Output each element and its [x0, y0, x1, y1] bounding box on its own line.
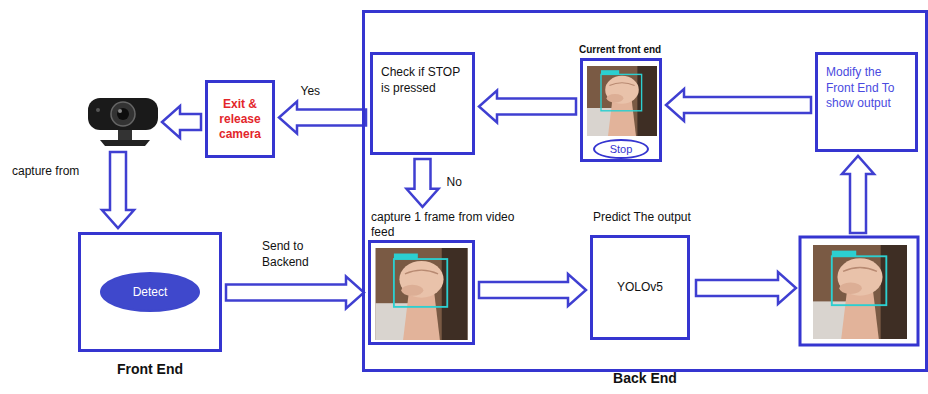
block-arrow: [696, 272, 796, 304]
node-text: capture 1 frame from video feed: [371, 210, 521, 241]
node-text: Predict The output: [593, 210, 691, 226]
edge-label: No: [447, 175, 517, 191]
block-arrow: [407, 159, 439, 207]
node-text: Exit & release camera: [212, 97, 268, 142]
frame-box: capture 1 frame from video feed: [368, 240, 475, 345]
block-arrow: [666, 89, 811, 121]
node-text: Current front end: [579, 44, 661, 55]
node-text: YOLOv5: [617, 280, 663, 296]
frame-photo: [813, 245, 907, 339]
node-text: Detect: [133, 285, 168, 299]
node-text: Modify the Front End To show output: [826, 65, 907, 112]
block-arrow: [279, 102, 366, 134]
button-ellipse: Detect: [100, 272, 200, 312]
block-arrow: [102, 152, 134, 228]
block-arrow: [162, 106, 201, 138]
node-text: Back End: [365, 370, 925, 386]
block-arrow: [842, 156, 874, 233]
note-label: capture from: [12, 164, 79, 180]
node-text: Check if STOP is pressed: [381, 65, 464, 96]
webcam-icon: [88, 98, 158, 146]
block-arrow: [226, 277, 364, 309]
edge-label: Send to Backend: [262, 239, 332, 270]
edge-label: Yes: [301, 84, 371, 100]
process-box: Modify the Front End To show output: [815, 52, 918, 152]
block-arrow: [479, 91, 576, 123]
process-box: Exit & release camera: [205, 80, 275, 158]
process-box: Check if STOP is pressed: [370, 52, 475, 155]
output-frame-box: [800, 237, 918, 345]
section-box: Back EndCheck if STOP is pressedCurrent …: [362, 10, 928, 372]
button-ellipse: Stop: [593, 139, 649, 159]
frame-photo: [587, 66, 657, 136]
model-box: Predict The outputYOLOv5: [590, 235, 690, 340]
section-box: Front EndDetect: [78, 232, 222, 352]
node-text: Front End: [81, 361, 219, 377]
screen-box: Current front endStop: [580, 58, 662, 162]
node-text: Stop: [610, 143, 633, 155]
frame-photo: [376, 248, 468, 340]
block-arrow: [479, 274, 586, 306]
